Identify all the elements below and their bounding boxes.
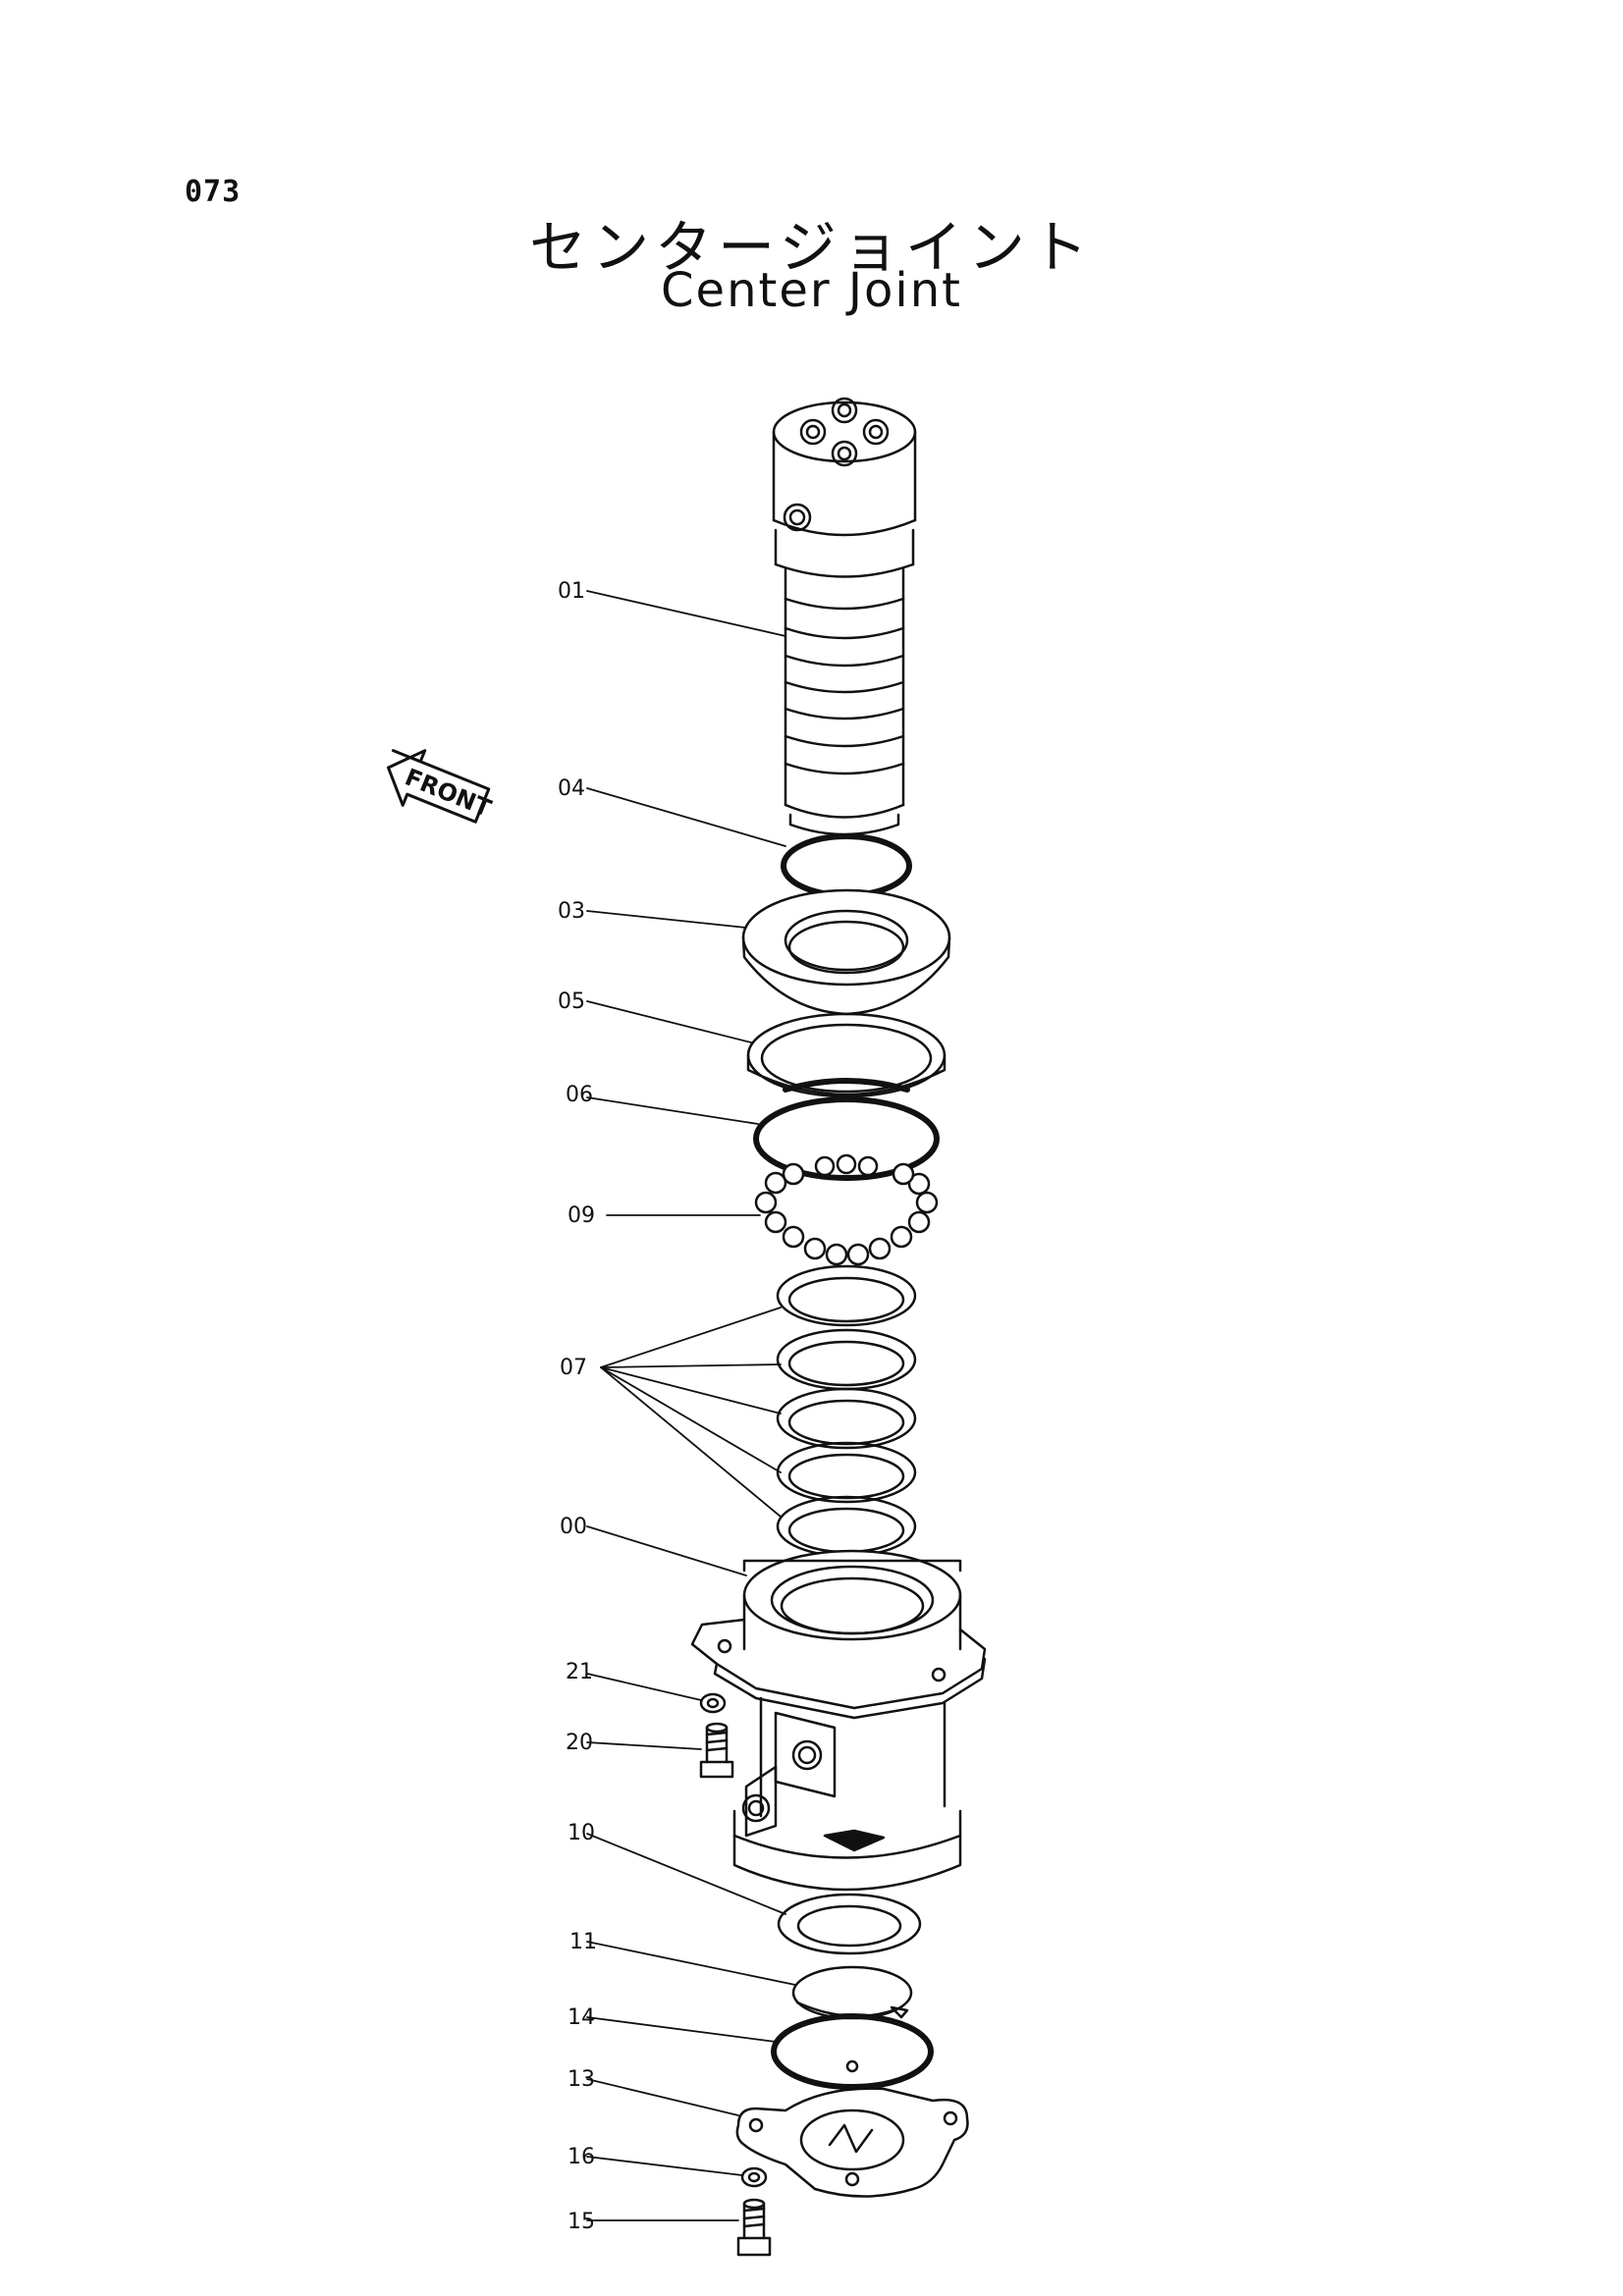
cover-part [741,888,951,1016]
callout-09: 09 [568,1203,595,1228]
callout-01: 01 [558,579,585,604]
callout-07: 07 [560,1356,587,1380]
front-arrow-icon: FRONT [386,749,496,824]
title-japanese: センタージョイント [529,214,1094,281]
washer-21 [699,1692,727,1714]
callout-21: 21 [566,1660,593,1684]
callout-labels: 01 04 03 05 06 09 07 00 21 20 10 11 14 1… [558,579,597,2234]
callout-10: 10 [568,1821,595,1845]
cover-plate-13 [735,2059,969,2198]
bolt-20 [699,1722,734,1779]
callout-16: 16 [568,2145,595,2169]
callout-00: 00 [560,1515,587,1539]
callout-13: 13 [568,2067,595,2092]
snap-ring-11 [791,1965,913,2020]
callout-14: 14 [568,2005,595,2030]
washer-16 [740,2166,768,2188]
callout-20: 20 [566,1731,593,1755]
spindle-part [772,397,917,836]
callout-11: 11 [569,1930,597,1954]
callout-04: 04 [558,776,585,801]
bearing-balls-09 [754,1153,939,1266]
ring-10 [777,1893,922,1955]
seal-ring-05 [746,1012,947,1098]
page-number: 073 [185,175,242,209]
callout-06: 06 [566,1083,593,1107]
bolt-15 [736,2198,772,2257]
o-ring-14 [771,2013,934,2090]
leader-lines [586,590,796,2221]
seal-rings-07 [776,1264,917,1558]
o-ring-06 [753,1078,940,1181]
callout-03: 03 [558,899,585,924]
center-joint-body [690,1549,987,1892]
title-english: Center Joint [661,263,962,318]
callout-15: 15 [568,2210,595,2234]
o-ring-04 [781,833,912,898]
callout-05: 05 [558,989,585,1014]
